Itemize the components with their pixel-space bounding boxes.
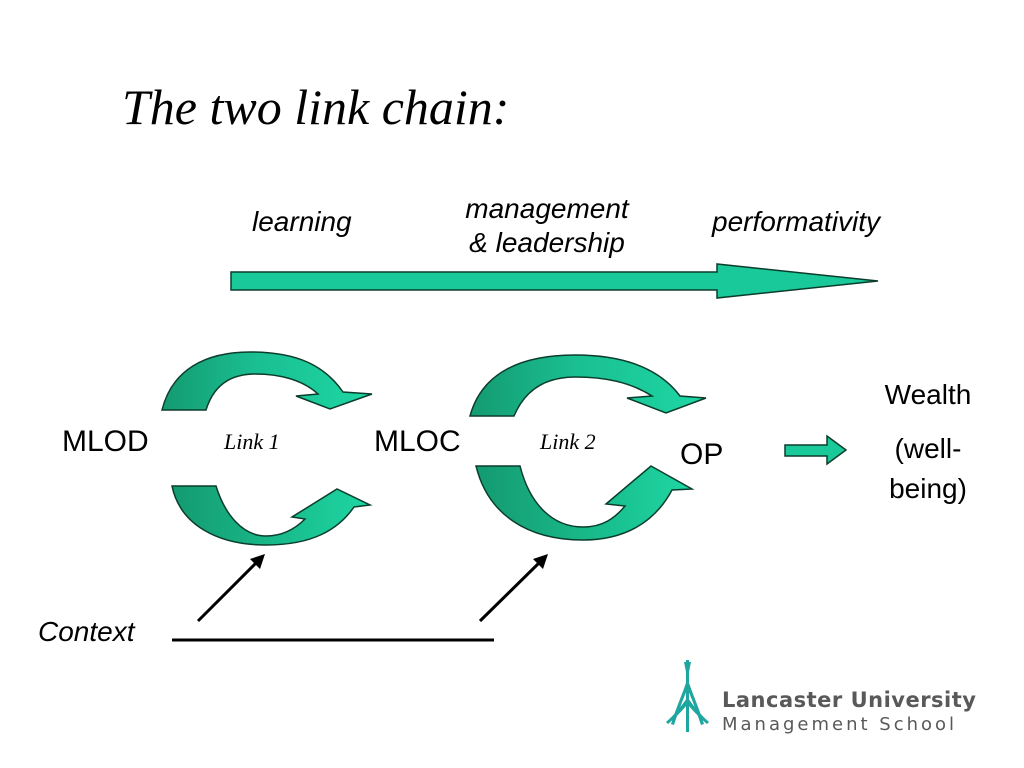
- context-arrow-link2: [478, 559, 543, 623]
- op-to-wealth-arrow: [784, 434, 848, 466]
- node-wealth-line2: (well-: [894, 433, 962, 464]
- label-link1: Link 1: [224, 429, 280, 454]
- label-management-line1: management: [465, 193, 629, 224]
- node-wealth-line1: Wealth: [884, 379, 972, 410]
- node-wealth: Wealth (well- being): [862, 375, 994, 509]
- slide-title: The two link chain:: [122, 79, 510, 135]
- node-op: OP: [680, 438, 724, 471]
- node-mloc: MLOC: [374, 425, 461, 458]
- lancaster-logo-emblem: [666, 660, 709, 732]
- label-management-leadership: management & leadership: [440, 192, 654, 260]
- label-learning: learning: [252, 206, 352, 237]
- context-arrow-link1: [196, 559, 260, 623]
- context-arrow-link1-head: [250, 554, 265, 569]
- label-context: Context: [38, 616, 135, 647]
- logo-text-school: Management School: [722, 714, 958, 735]
- label-management-line2: & leadership: [469, 227, 625, 258]
- label-performativity: performativity: [712, 206, 881, 237]
- logo-text-university: Lancaster University: [722, 688, 977, 712]
- node-mlod: MLOD: [62, 425, 149, 458]
- link1-top-curved-arrow: [161, 351, 373, 411]
- context-arrow-link2-head: [533, 554, 548, 569]
- node-wealth-line3: being): [889, 473, 967, 504]
- label-link2: Link 2: [540, 429, 596, 454]
- top-progression-arrow: [230, 263, 879, 299]
- link2-bottom-curved-arrow: [475, 465, 695, 541]
- link2-top-curved-arrow: [469, 354, 707, 417]
- link1-bottom-curved-arrow: [171, 485, 373, 546]
